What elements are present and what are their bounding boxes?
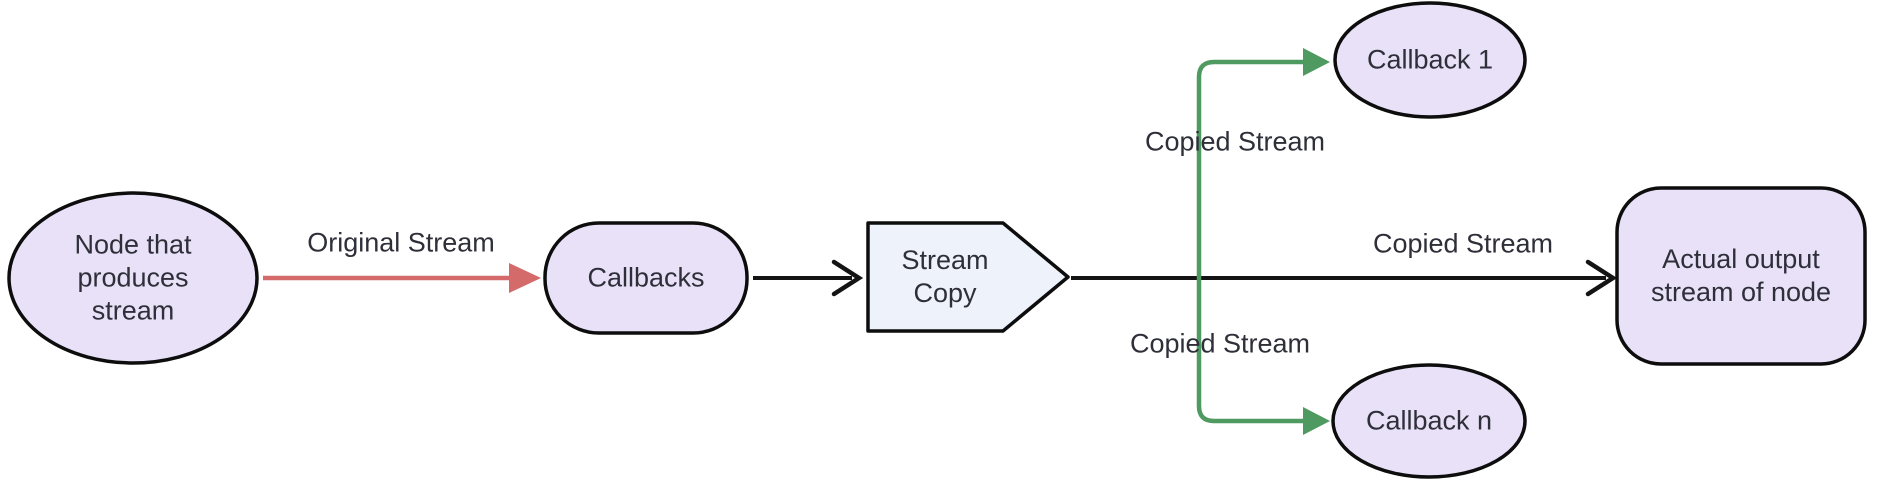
edge-copied-stream-top-arrowhead-icon — [1303, 48, 1330, 76]
node-output-line-1: Actual output — [1662, 244, 1820, 274]
edge-callbacks-to-copy-arrowhead-icon — [831, 259, 864, 297]
node-stream-copy-shape — [866, 221, 1070, 333]
node-output-shape — [1615, 186, 1867, 366]
edge-copied-stream-bottom-arrowhead-icon — [1303, 407, 1330, 435]
edge-label-original-stream: Original Stream — [307, 227, 495, 258]
node-source-label: Node that produces stream — [74, 229, 191, 328]
edge-copied-stream-top-line — [1196, 59, 1304, 278]
edge-label-copied-stream-bottom: Copied Stream — [1129, 328, 1311, 359]
node-output-label: Actual output stream of node — [1651, 243, 1831, 309]
node-source-shape — [7, 191, 259, 365]
node-source-line-3: stream — [91, 295, 175, 326]
edge-label-copied-stream-top: Copied Stream — [1144, 126, 1326, 157]
node-callback-1-label: Callback 1 — [1366, 44, 1494, 75]
node-stream-copy-line-1: Stream — [901, 245, 989, 275]
node-stream-copy-line-2: Copy — [913, 278, 977, 308]
node-source-line-1: Node that — [74, 229, 192, 260]
node-source-line-2: produces — [77, 262, 189, 293]
edge-original-stream-arrowhead-icon — [509, 263, 541, 293]
edge-label-copied-stream-right: Copied Stream — [1372, 228, 1554, 259]
node-callback-n-shape — [1331, 363, 1527, 479]
node-callback-1-shape — [1333, 1, 1527, 119]
node-callbacks-shape — [543, 221, 749, 335]
node-callbacks-label: Callbacks — [587, 262, 705, 293]
node-callback-n-label: Callback n — [1365, 405, 1493, 436]
edge-copied-stream-right-arrowhead-icon — [1585, 259, 1618, 297]
node-output-line-2: stream of node — [1650, 277, 1832, 307]
node-stream-copy-label: Stream Copy — [901, 244, 988, 310]
edge-copied-stream-bottom-line — [1196, 278, 1304, 424]
